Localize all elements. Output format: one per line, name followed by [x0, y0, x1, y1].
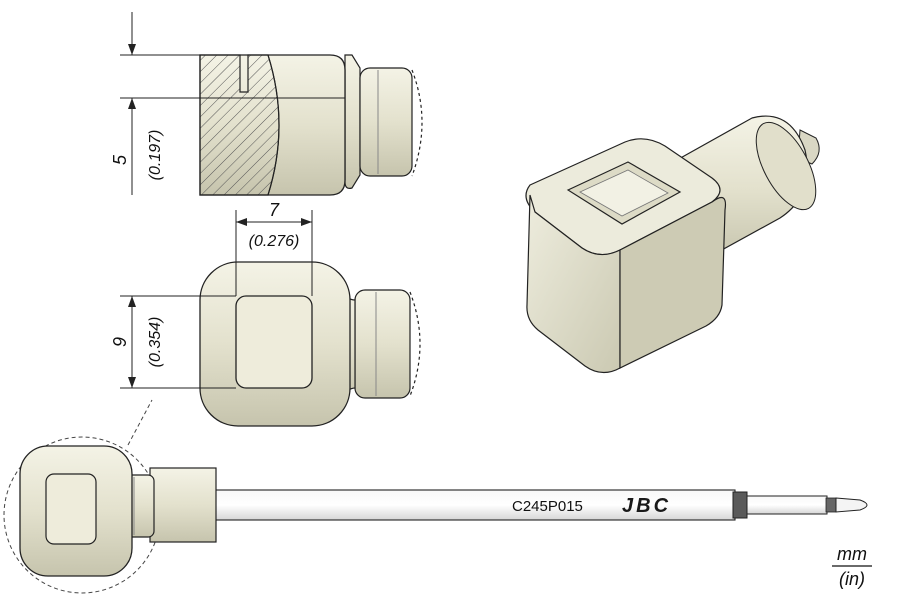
units-in: (in)	[839, 569, 865, 589]
dimension-height: 5 (0.197)	[110, 12, 345, 195]
section-hatch	[199, 54, 280, 196]
dimension-width-mm: 7	[269, 200, 280, 220]
dimension-width-in: (0.276)	[249, 233, 300, 250]
front-cavity	[235, 295, 313, 389]
units-mm: mm	[837, 544, 867, 564]
section-collar	[359, 67, 413, 177]
tip-collar	[149, 467, 217, 543]
side-section-view	[199, 54, 423, 196]
front-collar	[354, 289, 411, 399]
front-view	[199, 261, 421, 427]
iso-cube-front	[526, 194, 621, 374]
iso-cube-side	[619, 196, 727, 369]
isometric-view	[525, 115, 820, 374]
tip-model-label: C245P015	[512, 498, 583, 515]
section-collar-cut	[411, 69, 423, 177]
section-neck	[344, 54, 361, 189]
dimension-side-mm: 9	[110, 337, 130, 347]
dimension-side-in: (0.354)	[147, 317, 164, 368]
dimension-height-in: (0.197)	[147, 130, 164, 181]
full-tip-view: C245P015 JBC	[3, 399, 868, 594]
units-legend: mm (in)	[832, 544, 872, 589]
tip-brand-logo: JBC	[622, 495, 671, 517]
tip-head-cavity	[45, 473, 97, 545]
dimension-height-mm: 5	[110, 154, 130, 165]
dimension-width: 7 (0.276)	[235, 200, 313, 296]
tip-point	[835, 497, 868, 513]
tip-band	[732, 491, 748, 519]
dimension-side: 9 (0.354)	[110, 295, 236, 389]
